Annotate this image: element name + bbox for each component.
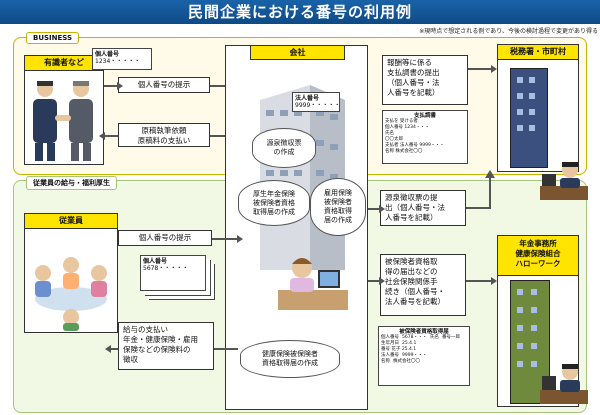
payment-record-row: 名称 株式会社〇〇 xyxy=(385,149,423,154)
payment-record-submission-box: 報酬等に係る 支払調書の提出 （個人番号・法 人番号を記載） xyxy=(382,55,468,105)
withholding-submission-box: 源泉徴収票の提 出（個人番号・法 人番号を記載） xyxy=(380,190,466,226)
disclaimer-note: ※現時点で想定される例であり、今後の検討過程で変更があり得る xyxy=(419,28,598,35)
company-to-withholding-line xyxy=(368,205,385,213)
insurance-record-row: 生年月日 25.4.1 xyxy=(381,341,467,347)
payment-record-row: 氏名 xyxy=(385,131,394,136)
manuscript-request-box: 原稿執筆依頼 原稿料の支払い xyxy=(118,123,210,147)
business-partner-panel: 有識者など xyxy=(24,55,104,165)
withholding-to-tax-arrow xyxy=(466,170,495,209)
payment-record-row: 支払者 法人番号 9999・・・ xyxy=(385,143,445,148)
partner-provide-number-box: 個人番号の提示 xyxy=(118,77,210,93)
company-id-card: 法人番号 9999・・・・・ xyxy=(292,92,340,112)
employee-section-label: 従業員の給与・福利厚生 xyxy=(26,176,117,190)
partner-to-company-arrow xyxy=(104,82,123,90)
partner-id-card-label: 個人番号 xyxy=(95,51,120,58)
insurance-record-row: 個人番号 5678・・・ 氏名 番号一郎 xyxy=(381,335,467,341)
insurance-field: 法人番号 xyxy=(381,353,399,358)
payment-record-title: 支払調書 xyxy=(413,113,436,119)
employment-form-bubble: 雇用保険 被保険者 資格取得 届の作成 xyxy=(310,178,366,236)
tax-office-label: 税務署・市町村 xyxy=(498,45,578,60)
employee-provide-arrow xyxy=(212,235,243,243)
insurance-field: 株式会社〇〇 xyxy=(393,359,420,364)
insurance-field: 番号一郎 xyxy=(441,335,460,340)
business-section-label: BUSINESS xyxy=(26,32,80,44)
tax-office-building-icon xyxy=(510,68,548,168)
employee-id-card-label: 個人番号 xyxy=(143,258,168,265)
salary-payment-box: 給与の支払い 年金・健康保険・雇用 保険などの保険料の 徴収 xyxy=(118,322,214,370)
employee-id-card: 個人番号 5678・・・・・ xyxy=(140,255,206,291)
pension-clerk-icon xyxy=(540,364,588,404)
page-title: 民間企業における番号の利用例 xyxy=(0,0,600,24)
company-id-card-number: 9999・・・・・ xyxy=(295,102,341,109)
social-insurance-submission-box: 被保険者資格取 得の届出などの 社会保険関係手 続き（個人番号・ 法人番号を記載… xyxy=(380,254,466,316)
insurance-record-title: 被保険者資格取得届 xyxy=(399,329,449,335)
pension-form-bubble: 厚生年金保険 被保険者資格 取得届の作成 xyxy=(238,180,310,226)
company-to-employee-arrow xyxy=(105,345,118,353)
payment-record-row: 個人番号 1234・・・ xyxy=(385,125,430,130)
pension-office-label: 年金事務所 健康保険組合 ハローワーク xyxy=(498,236,578,276)
company-label: 会社 xyxy=(250,45,345,60)
insurance-record-extra: 番号 花子 25.4.1 xyxy=(381,347,417,352)
insurance-record-row: 名称 株式会社〇〇 xyxy=(381,359,467,365)
withholding-slip-bubble: 源泉徴収票 の作成 xyxy=(252,128,316,168)
payment-record-document: 支払調書 支払を 受ける者 個人番号 1234・・・ 氏名 〇〇太郎 支払者 法… xyxy=(382,110,468,164)
insurance-record-document: 被保険者資格取得届 個人番号 5678・・・ 氏名 番号一郎 生年月日 25.4… xyxy=(378,326,470,386)
business-partner-label: 有識者など xyxy=(25,56,103,71)
company-to-partner-arrow xyxy=(99,132,118,140)
employee-label: 従業員 xyxy=(25,214,117,229)
handshake-people-icon xyxy=(33,81,93,161)
company-to-insurance-line xyxy=(368,277,385,285)
payment-record-extra: 〇〇太郎 xyxy=(385,137,403,142)
insurance-field: 25.4.1 xyxy=(402,341,417,346)
salary-payment-line xyxy=(214,348,238,350)
insurance-field: 個人番号 xyxy=(381,335,399,340)
tax-clerk-icon xyxy=(540,162,588,200)
employee-panel: 従業員 xyxy=(24,213,118,333)
insurance-field: 5678・・・ xyxy=(402,335,427,340)
employee-id-card-number: 5678・・・・・ xyxy=(143,265,189,272)
health-form-bubble: 健康保険被保険者 資格取得届の作成 xyxy=(240,340,340,378)
insurance-field: 生年月日 xyxy=(381,341,399,346)
insurance-record-row: 法人番号 9999・・・ xyxy=(381,353,467,359)
insurance-field: 名称 xyxy=(381,359,390,364)
to-tax-office-arrow xyxy=(468,65,497,73)
employees-meeting-icon xyxy=(35,257,107,331)
to-pension-office-arrow xyxy=(466,277,497,285)
employee-provide-number-box: 個人番号の提示 xyxy=(118,230,212,246)
office-worker-icon xyxy=(278,258,348,310)
insurance-field: 9999・・・ xyxy=(402,353,427,358)
partner-id-card: 個人番号 1234・・・・・ xyxy=(92,48,152,70)
payment-record-row: 支払を 受ける者 xyxy=(385,119,418,124)
partner-id-card-number: 1234・・・・・ xyxy=(95,58,141,65)
company-id-card-label: 法人番号 xyxy=(295,95,320,102)
insurance-field: 氏名 xyxy=(429,335,439,340)
manuscript-request-line xyxy=(210,135,238,137)
